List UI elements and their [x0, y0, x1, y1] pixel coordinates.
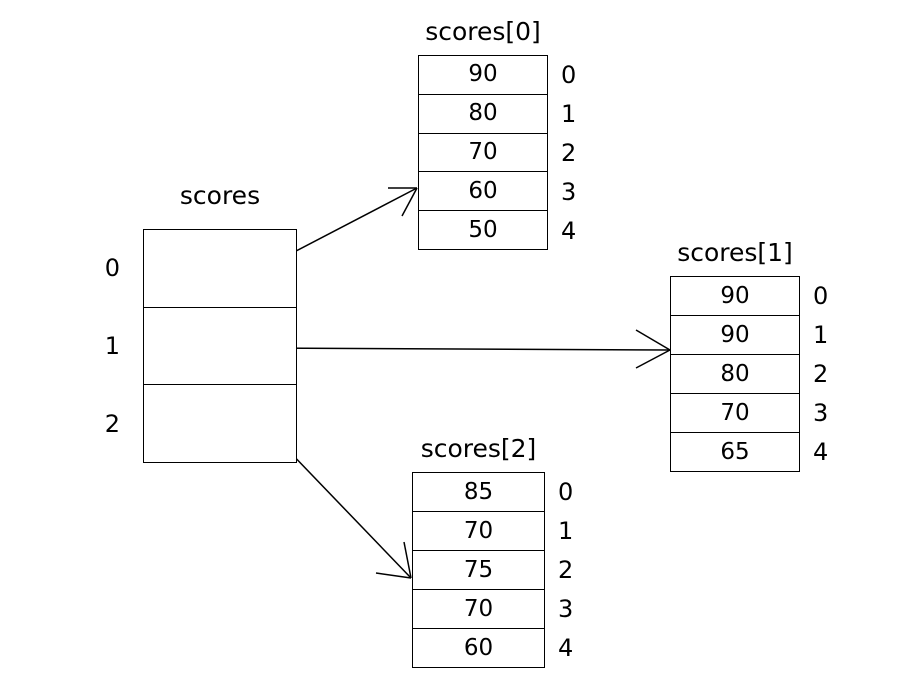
arrow-scores1: [249, 329, 671, 369]
scores1-index-3: 3: [813, 399, 829, 428]
scores0-index-column: 0 1 2 3 4: [556, 55, 590, 250]
scores1-index-4: 4: [813, 438, 829, 467]
scores1-index-1: 1: [813, 320, 829, 349]
scores-array-title: scores: [179, 181, 261, 210]
scores-cell-0: [144, 230, 296, 308]
scores1-cell-1: 90: [671, 316, 799, 355]
scores0-index-0: 0: [561, 60, 577, 89]
scores0-array-box: 90 80 70 60 50: [418, 55, 548, 250]
scores1-array-box: 90 90 80 70 65: [670, 276, 800, 472]
scores2-index-4: 4: [558, 634, 574, 663]
scores2-index-0: 0: [558, 477, 574, 506]
scores-array-box: [143, 229, 297, 463]
scores1-index-2: 2: [813, 360, 829, 388]
scores2-index-3: 3: [558, 595, 574, 624]
scores-index-0: 0: [104, 254, 120, 282]
scores-index-column: 0 1 2: [92, 229, 126, 463]
scores2-array-box: 85 70 75 70 60: [412, 472, 545, 668]
scores1-index-column: 0 1 2 3 4: [808, 276, 842, 472]
scores1-cell-3: 70: [671, 394, 799, 433]
scores0-array-title: scores[0]: [425, 17, 541, 46]
scores0-index-2: 2: [561, 138, 577, 167]
scores1-cell-2: 80: [671, 355, 799, 394]
scores0-index-1: 1: [561, 99, 577, 128]
scores2-cell-2: 75: [413, 551, 544, 590]
scores0-cell-4: 50: [419, 211, 547, 249]
scores2-cell-3: 70: [413, 590, 544, 629]
scores1-array-title: scores[1]: [677, 238, 793, 267]
scores0-index-4: 4: [561, 216, 577, 245]
scores-index-1: 1: [104, 332, 120, 360]
scores0-cell-1: 80: [419, 94, 547, 134]
scores0-cell-0: 90: [419, 56, 547, 95]
scores1-index-0: 0: [813, 281, 829, 310]
scores1-cell-4: 65: [671, 433, 799, 471]
scores2-cell-1: 70: [413, 512, 544, 551]
scores-cell-1: [144, 307, 296, 386]
scores2-cell-0: 85: [413, 473, 544, 512]
scores2-index-column: 0 1 2 3 4: [553, 472, 587, 668]
scores2-index-2: 2: [558, 556, 574, 584]
scores0-cell-3: 60: [419, 172, 547, 212]
scores2-cell-4: 60: [413, 629, 544, 667]
scores0-index-3: 3: [561, 177, 577, 206]
scores2-index-1: 1: [558, 516, 574, 545]
scores1-cell-0: 90: [671, 277, 799, 316]
scores-index-2: 2: [104, 410, 120, 438]
scores2-array-title: scores[2]: [420, 434, 537, 463]
scores0-cell-2: 70: [419, 133, 547, 173]
scores-cell-2: [144, 385, 296, 463]
